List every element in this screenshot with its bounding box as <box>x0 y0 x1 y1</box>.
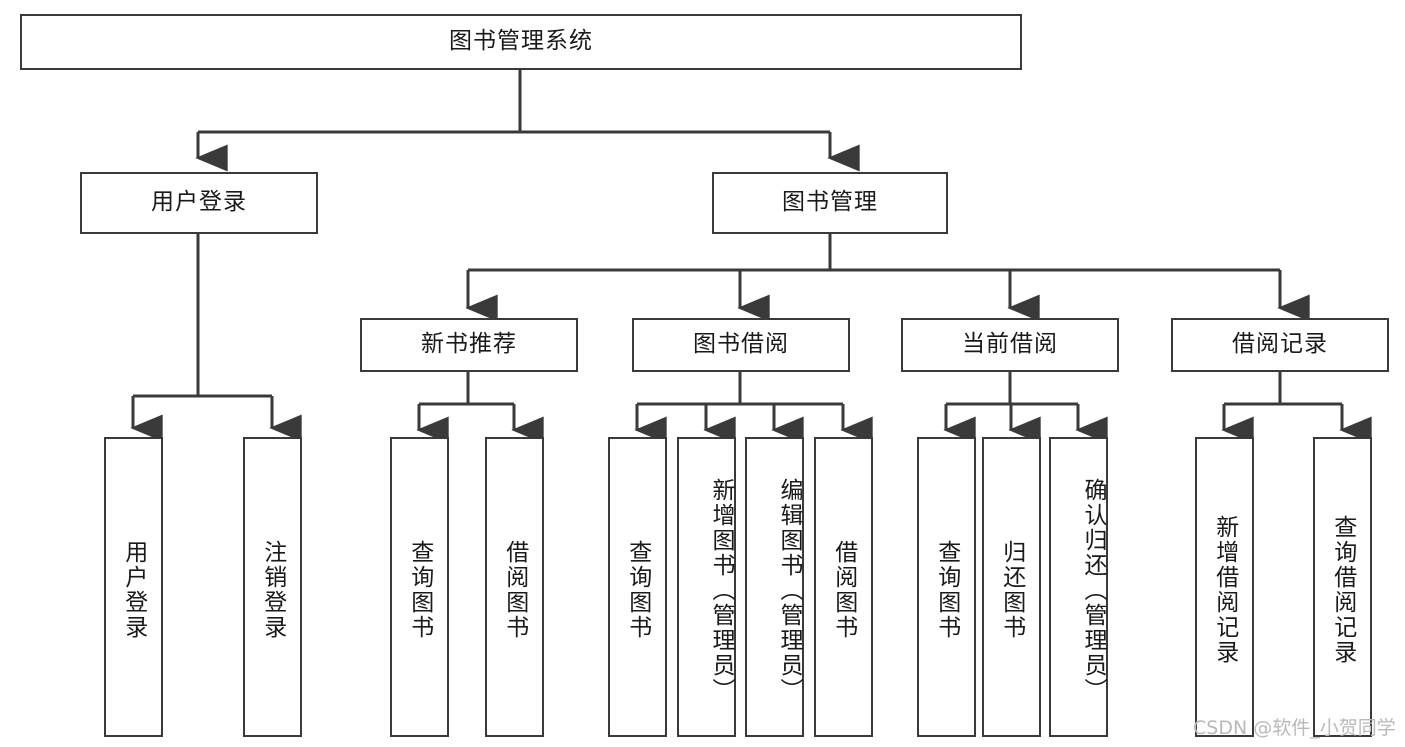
leaf-query-book-current[interactable]: 查询图书 <box>917 437 976 737</box>
leaf-edit-book-admin[interactable]: 编辑图书（管理员） <box>745 437 804 737</box>
node-book-management[interactable]: 图书管理 <box>712 172 948 234</box>
leaf-query-book-borrow[interactable]: 查询图书 <box>608 437 667 737</box>
leaf-return-book[interactable]: 归还图书 <box>982 437 1041 737</box>
leaf-user-login[interactable]: 用户登录 <box>104 437 163 737</box>
node-user-login[interactable]: 用户登录 <box>80 172 318 234</box>
node-new-book-recommend[interactable]: 新书推荐 <box>360 318 578 372</box>
leaf-confirm-return-admin[interactable]: 确认归还（管理员） <box>1049 437 1108 737</box>
node-root[interactable]: 图书管理系统 <box>20 14 1022 70</box>
leaf-borrow-book[interactable]: 借阅图书 <box>814 437 873 737</box>
leaf-add-borrow-record[interactable]: 新增借阅记录 <box>1195 437 1254 737</box>
leaf-query-book-new[interactable]: 查询图书 <box>390 437 449 737</box>
leaf-borrow-book-new[interactable]: 借阅图书 <box>485 437 544 737</box>
leaf-add-book-admin[interactable]: 新增图书（管理员） <box>677 437 736 737</box>
node-book-borrow[interactable]: 图书借阅 <box>632 318 850 372</box>
node-borrow-records[interactable]: 借阅记录 <box>1171 318 1389 372</box>
leaf-user-logout[interactable]: 注销登录 <box>243 437 302 737</box>
leaf-query-borrow-record[interactable]: 查询借阅记录 <box>1313 437 1372 737</box>
csdn-watermark: CSDN @软件_小贺同学 <box>1193 717 1396 739</box>
node-current-borrow[interactable]: 当前借阅 <box>901 318 1119 372</box>
